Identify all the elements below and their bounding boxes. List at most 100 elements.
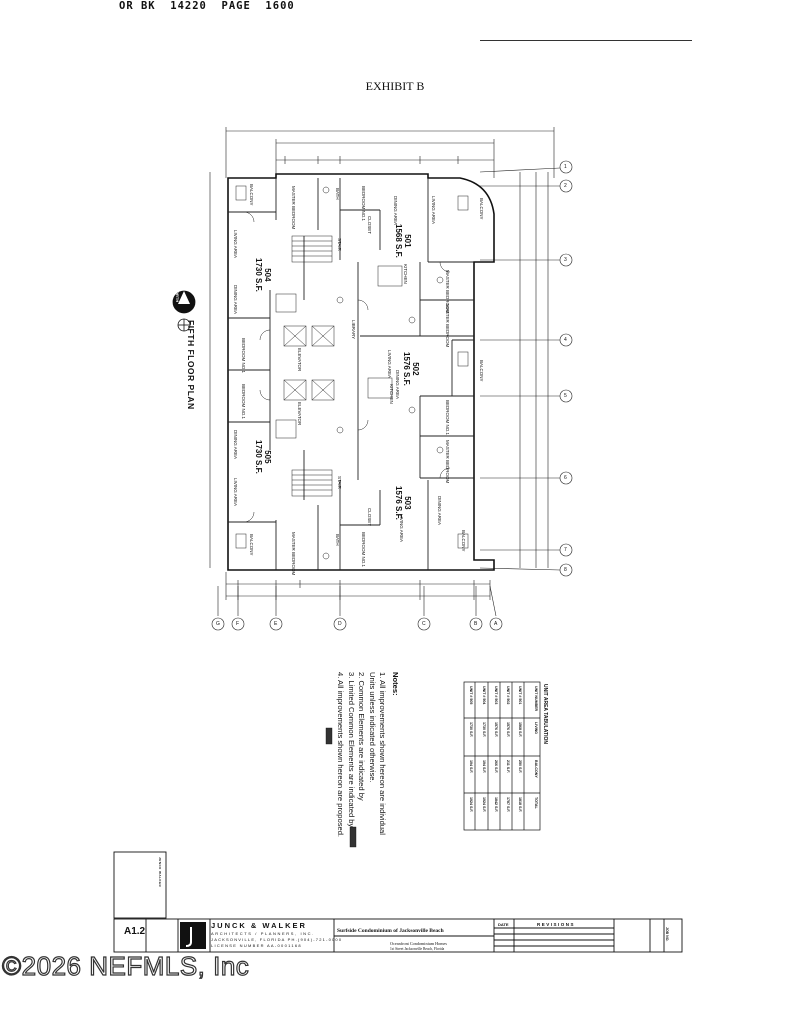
copyright-watermark: ©2026 NEFMLS, Inc	[1, 950, 250, 981]
grid-column-label: F	[236, 621, 240, 627]
tabulation-cell: 1787 S.F.	[506, 797, 510, 813]
exhibit-title: EXHIBIT B	[365, 79, 425, 93]
grid-row-label: 1	[564, 164, 567, 170]
room-label: BALCONY	[249, 534, 254, 556]
project-name: Surfside Condominium of Jacksonville Bea…	[337, 928, 444, 934]
room-label: CLOSET	[367, 508, 372, 527]
room-label: BATH	[335, 534, 340, 546]
room-label: BALCONY	[461, 530, 466, 552]
room-label: DINING AREA	[233, 430, 238, 460]
tabulation-cell: UNIT # 503	[494, 686, 498, 705]
grid-row-label: 2	[564, 183, 567, 189]
tabulation-cell: 194 S.F.	[482, 760, 486, 774]
tabulation-cell: UNIT # 502	[506, 686, 510, 705]
room-label: DINING AREA	[395, 370, 400, 400]
tabulation-header-cell: TOTAL	[534, 797, 538, 809]
book-page-reference: OR BK 14220 PAGE 1600	[119, 0, 295, 12]
note-item: 4. All improvements shown hereon are pro…	[336, 672, 346, 838]
architect-stamp: JUNCK WALKER	[158, 857, 162, 888]
tabulation-cell: 1842 S.F.	[494, 797, 498, 813]
firm-name: JUNCK & WALKER	[211, 921, 307, 930]
tabulation-cell: 266 S.F.	[494, 760, 498, 774]
room-label: STAIR	[337, 238, 342, 251]
tabulation-cell: 1818 S.F.	[518, 797, 522, 813]
room-label: BEDROOM NO.1	[241, 338, 246, 374]
room-label: LIVING AREA	[431, 196, 436, 225]
tabulation-cell: 194 S.F.	[469, 760, 473, 774]
header-rule	[480, 40, 692, 41]
revisions-label: REVISIONS	[537, 922, 576, 927]
grid-column-label: E	[274, 621, 278, 627]
tabulation-cell: 211 S.F.	[506, 760, 510, 773]
note-item: 2. Common Elements are indicated by	[357, 672, 367, 801]
grid-column-label: D	[338, 621, 342, 627]
notes-block: Notes: 1. All improvements shown hereon …	[335, 672, 401, 852]
title-block-lines	[113, 851, 683, 953]
room-label: DINING AREA	[437, 496, 442, 526]
room-label: DINING AREA	[393, 196, 398, 226]
room-label: ELEVATOR	[297, 402, 302, 426]
room-label: BEDROOM NO.1	[361, 186, 366, 222]
tabulation-header-cell: LIVING	[534, 722, 538, 734]
grid-row-label: 6	[564, 475, 567, 481]
grid-row-label: 3	[564, 257, 567, 263]
revision-date-label: DATE	[498, 922, 509, 927]
room-label: BEDROOM NO.1	[241, 384, 246, 420]
room-label: MASTER BEDROOM	[445, 304, 450, 348]
grid-column-label: G	[216, 621, 220, 627]
tabulation-cell: 1568 S.F.	[518, 722, 522, 738]
unit-tabulation-table-lines	[463, 681, 541, 831]
grid-column-label: A	[494, 621, 498, 627]
firm-subtitle: ARCHITECTS / PLANNERS, INC.	[211, 931, 315, 936]
firm-address: JACKSONVILLE, FLORIDA PH.(904)-721-0000	[211, 937, 343, 942]
room-label: LIVING AREA	[387, 350, 392, 379]
room-label: MASTER BEDROOM	[291, 532, 296, 576]
tabulation-cell: 1924 S.F.	[482, 797, 486, 813]
room-label: KITCHEN	[389, 384, 394, 404]
firm-logo-mark	[180, 922, 206, 949]
tabulation-cell: 250 S.F.	[518, 760, 522, 774]
job-number-label: JOB NO.	[665, 927, 669, 942]
room-label: BEDROOM NO.1	[361, 532, 366, 568]
tabulation-cell: 1730 S.F.	[469, 722, 473, 738]
room-label: CLOSET	[367, 216, 372, 235]
project-description: Oceanfront Condominium Homes	[390, 941, 447, 946]
room-label: ELEVATOR	[297, 348, 302, 372]
note-item: 1. All improvements shown hereon are ind…	[368, 672, 388, 835]
tabulation-title: UNIT AREA TABULATION	[542, 684, 548, 744]
plan-title: FIFTH FLOOR PLAN	[186, 320, 196, 410]
tabulation-cell: 1576 S.F.	[494, 722, 498, 738]
room-label: KITCHEN	[403, 264, 408, 284]
room-label: MASTER BEDROOM	[291, 186, 296, 230]
room-label: DINING AREA	[233, 285, 238, 315]
room-label: LIVING AREA	[233, 230, 238, 259]
tabulation-cell: 1576 S.F.	[506, 722, 510, 738]
north-label: NORTH	[175, 288, 180, 303]
grid-column-label: B	[474, 621, 478, 627]
room-label: BATH	[335, 188, 340, 200]
tabulation-cell: UNIT # 501	[518, 686, 522, 705]
room-label: BALCONY	[479, 198, 484, 220]
firm-license: LICENSE NUMBER AA-0001168	[211, 943, 302, 948]
project-location: 1st Street Jacksonville Beach, Florida	[390, 947, 445, 951]
note-item: 3. Limited Common Elements are indicated…	[347, 672, 356, 828]
room-label: MASTER BEDROOM	[445, 440, 450, 484]
sheet-number: A1.2	[124, 926, 146, 937]
room-label: STAIR	[337, 476, 342, 489]
tabulation-cell: 1924 S.F.	[469, 797, 473, 813]
room-label: BALCONY	[249, 184, 254, 206]
room-label: LIBRARY	[351, 320, 356, 340]
room-label: BALCONY	[479, 360, 484, 382]
room-label: LIVING AREA	[233, 478, 238, 507]
grid-row-label: 8	[564, 567, 567, 573]
grid-row-label: 4	[564, 337, 567, 343]
tabulation-cell: 1730 S.F.	[482, 722, 486, 738]
tabulation-header-cell: UNIT NUMBER	[534, 686, 538, 712]
grid-column-label: C	[422, 621, 426, 627]
room-label: BEDROOM NO.1	[445, 400, 450, 436]
